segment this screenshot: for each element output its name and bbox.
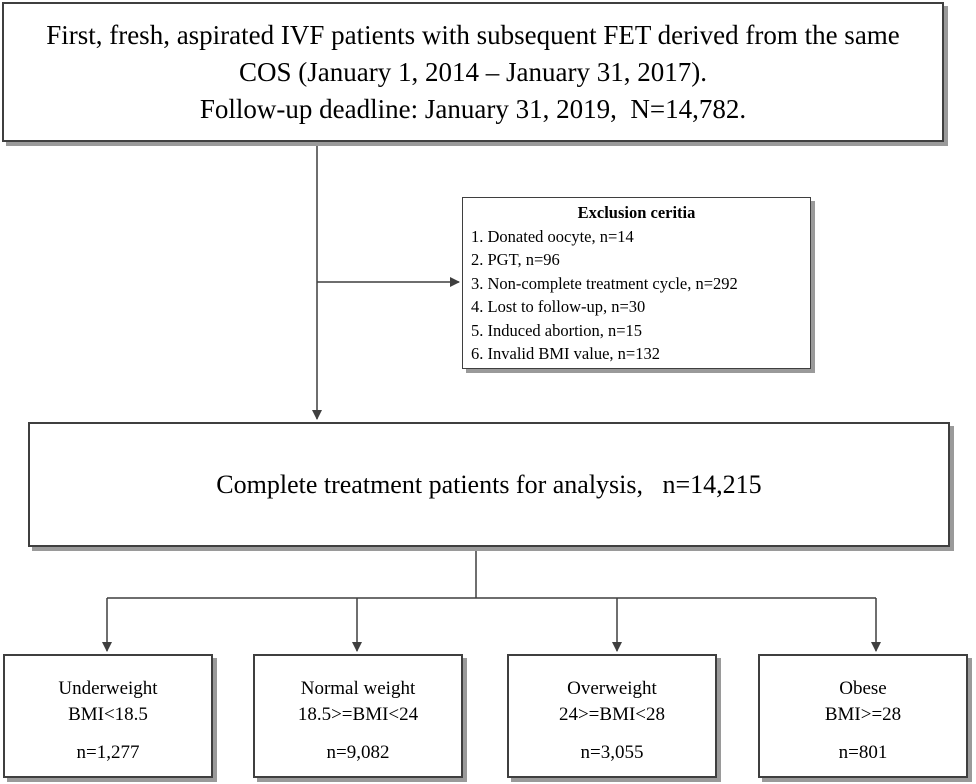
analysis-text: Complete treatment patients for analysis… <box>216 469 762 499</box>
group-name: Normal weight <box>300 678 416 699</box>
inclusion-line-2: COS (January 1, 2014 – January 31, 2017)… <box>239 56 707 87</box>
group-box-overweight: Overweight 24>=BMI<28 n=3,055 <box>507 654 717 778</box>
group-criterion: 24>=BMI<28 <box>558 704 666 725</box>
inclusion-box: First, fresh, aspirated IVF patients wit… <box>2 2 944 142</box>
exclusion-item: 4. Lost to follow-up, n=30 <box>471 297 646 316</box>
exclusion-item: 5. Induced abortion, n=15 <box>471 320 643 340</box>
exclusion-box: Exclusion ceritia 1. Donated oocyte, n=1… <box>462 197 811 369</box>
analysis-box: Complete treatment patients for analysis… <box>28 422 950 547</box>
group-count: n=3,055 <box>580 742 644 763</box>
group-box-obese: Obese BMI>=28 n=801 <box>758 654 968 778</box>
group-box-underweight: Underweight BMI<18.5 n=1,277 <box>3 654 213 778</box>
group-count: n=801 <box>838 742 888 763</box>
inclusion-line-1: First, fresh, aspirated IVF patients wit… <box>46 19 900 50</box>
exclusion-item: 2. PGT, n=96 <box>471 250 560 269</box>
group-box-normal-weight: Normal weight 18.5>=BMI<24 n=9,082 <box>253 654 463 778</box>
group-criterion: BMI>=28 <box>824 704 902 725</box>
exclusion-item: 1. Donated oocyte, n=14 <box>471 226 634 246</box>
group-count: n=1,277 <box>76 742 140 763</box>
exclusion-item: 3. Non-complete treatment cycle, n=292 <box>471 273 738 293</box>
inclusion-line-3: Follow-up deadline: January 31, 2019, N=… <box>199 93 747 124</box>
exclusion-title: Exclusion ceritia <box>577 203 696 222</box>
exclusion-item: 6. Invalid BMI value, n=132 <box>471 344 660 363</box>
group-criterion: 18.5>=BMI<24 <box>297 704 419 725</box>
group-name: Obese <box>839 678 887 699</box>
group-criterion: BMI<18.5 <box>68 704 148 725</box>
group-count: n=9,082 <box>326 742 390 763</box>
group-name: Underweight <box>58 678 158 699</box>
group-name: Overweight <box>567 678 657 699</box>
